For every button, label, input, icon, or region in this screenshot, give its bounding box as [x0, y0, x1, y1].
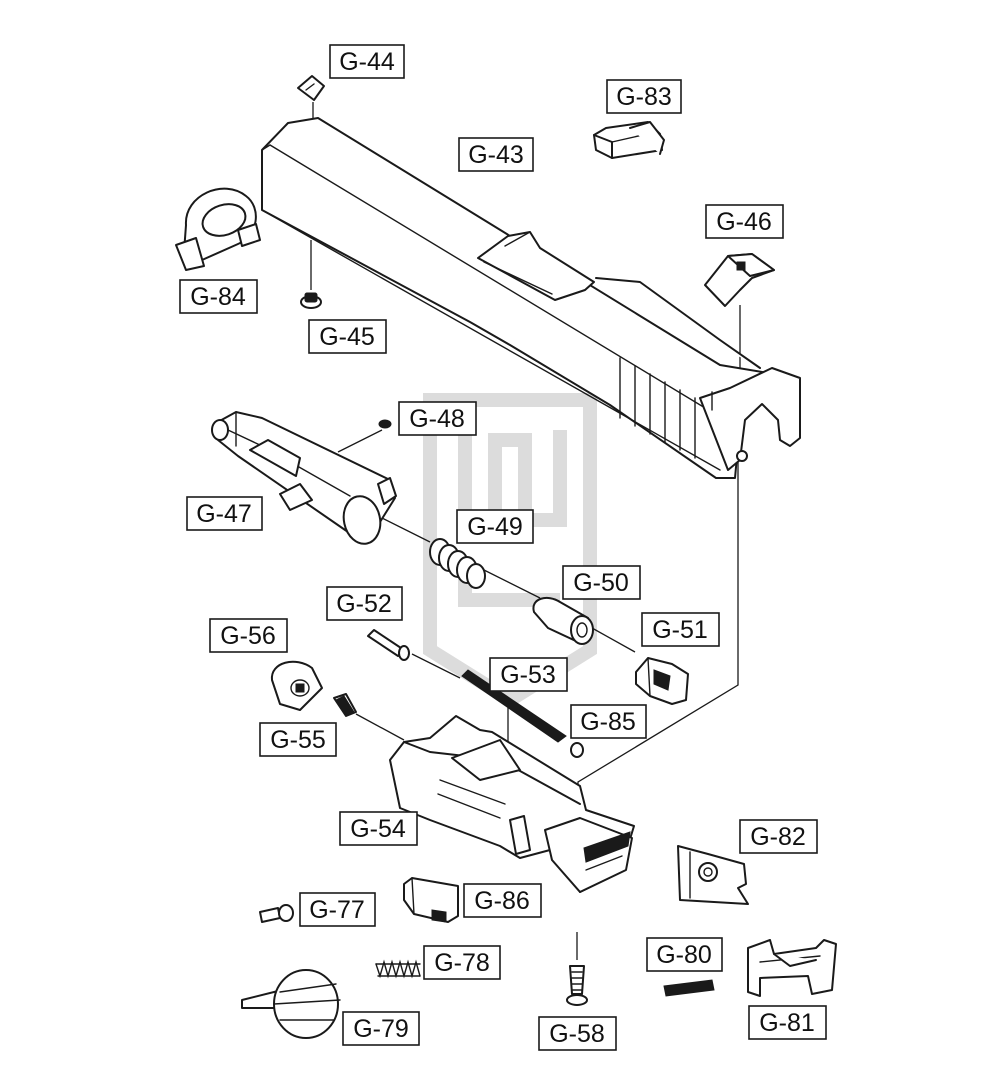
label-text: G-85: [580, 708, 636, 736]
label-g79: G-79: [342, 1011, 420, 1046]
part-g56-guide-cap: [270, 660, 323, 711]
part-g52-pin: [367, 629, 410, 661]
label-g82: G-82: [739, 819, 818, 854]
label-g78: G-78: [423, 945, 501, 980]
part-g51-nozzle-block: [635, 657, 689, 705]
part-g82-plate: [677, 845, 749, 905]
label-g80: G-80: [646, 937, 723, 972]
label-text: G-46: [716, 208, 772, 236]
label-g84: G-84: [179, 279, 258, 314]
part-g58-screw: [566, 965, 588, 1006]
part-g83-small-lever: [593, 121, 665, 159]
label-text: G-48: [409, 405, 465, 433]
label-text: G-47: [196, 500, 252, 528]
part-g49-spring: [429, 538, 486, 589]
part-g44-sight-insert: [297, 75, 325, 101]
part-g45-screw: [300, 292, 322, 309]
label-g55: G-55: [259, 722, 337, 757]
label-text: G-83: [616, 83, 672, 111]
label-text: G-53: [500, 661, 556, 689]
part-g85-cap: [570, 742, 584, 758]
label-g51: G-51: [641, 612, 720, 647]
part-g43-slide: [261, 117, 801, 479]
label-text: G-45: [319, 323, 375, 351]
label-text: G-86: [474, 887, 530, 915]
part-g50-piston: [532, 596, 594, 645]
label-text: G-84: [190, 283, 246, 311]
label-text: G-44: [339, 48, 395, 76]
label-g45: G-45: [308, 319, 387, 354]
part-g54-housing: [389, 715, 635, 893]
label-text: G-82: [750, 823, 806, 851]
part-g55-bolt: [333, 693, 357, 717]
label-g58: G-58: [538, 1016, 617, 1051]
label-g44: G-44: [329, 44, 405, 79]
label-g86: G-86: [463, 883, 542, 918]
label-g53: G-53: [489, 657, 568, 692]
part-g81-trigger-part: [747, 939, 837, 997]
label-text: G-55: [270, 726, 326, 754]
part-g77-pin: [259, 904, 294, 923]
label-text: G-54: [350, 815, 406, 843]
part-g47-cylinder-assembly: [211, 411, 397, 545]
part-g84-breech-ring: [175, 187, 261, 271]
part-g48-screw: [378, 419, 392, 429]
label-text: G-51: [652, 616, 708, 644]
label-g54: G-54: [339, 811, 418, 846]
label-g46: G-46: [705, 204, 784, 239]
label-g83: G-83: [606, 79, 682, 114]
label-text: G-52: [336, 590, 392, 618]
label-g49: G-49: [456, 509, 534, 544]
label-text: G-80: [656, 941, 712, 969]
label-g81: G-81: [748, 1005, 827, 1040]
part-g53-spring-rod: [461, 669, 567, 743]
part-g79-hammer-disk: [241, 969, 341, 1039]
label-text: G-78: [434, 949, 490, 977]
part-g86-block: [403, 877, 459, 923]
label-g52: G-52: [326, 586, 403, 621]
label-text: G-79: [353, 1015, 409, 1043]
label-g77: G-77: [299, 892, 376, 927]
label-g85: G-85: [570, 704, 647, 739]
label-text: G-43: [468, 141, 524, 169]
label-text: G-77: [309, 896, 365, 924]
label-text: G-81: [759, 1009, 815, 1037]
label-text: G-58: [549, 1020, 605, 1048]
label-text: G-50: [573, 569, 629, 597]
part-g46-sight: [704, 253, 775, 307]
label-g43: G-43: [458, 137, 534, 172]
part-g78-spring: [375, 959, 421, 979]
label-text: G-56: [220, 622, 276, 650]
part-g80-spring: [663, 979, 715, 997]
label-g50: G-50: [562, 565, 641, 600]
label-g47: G-47: [186, 496, 263, 531]
label-g56: G-56: [209, 618, 288, 653]
label-g48: G-48: [398, 401, 477, 436]
label-text: G-49: [467, 513, 523, 541]
